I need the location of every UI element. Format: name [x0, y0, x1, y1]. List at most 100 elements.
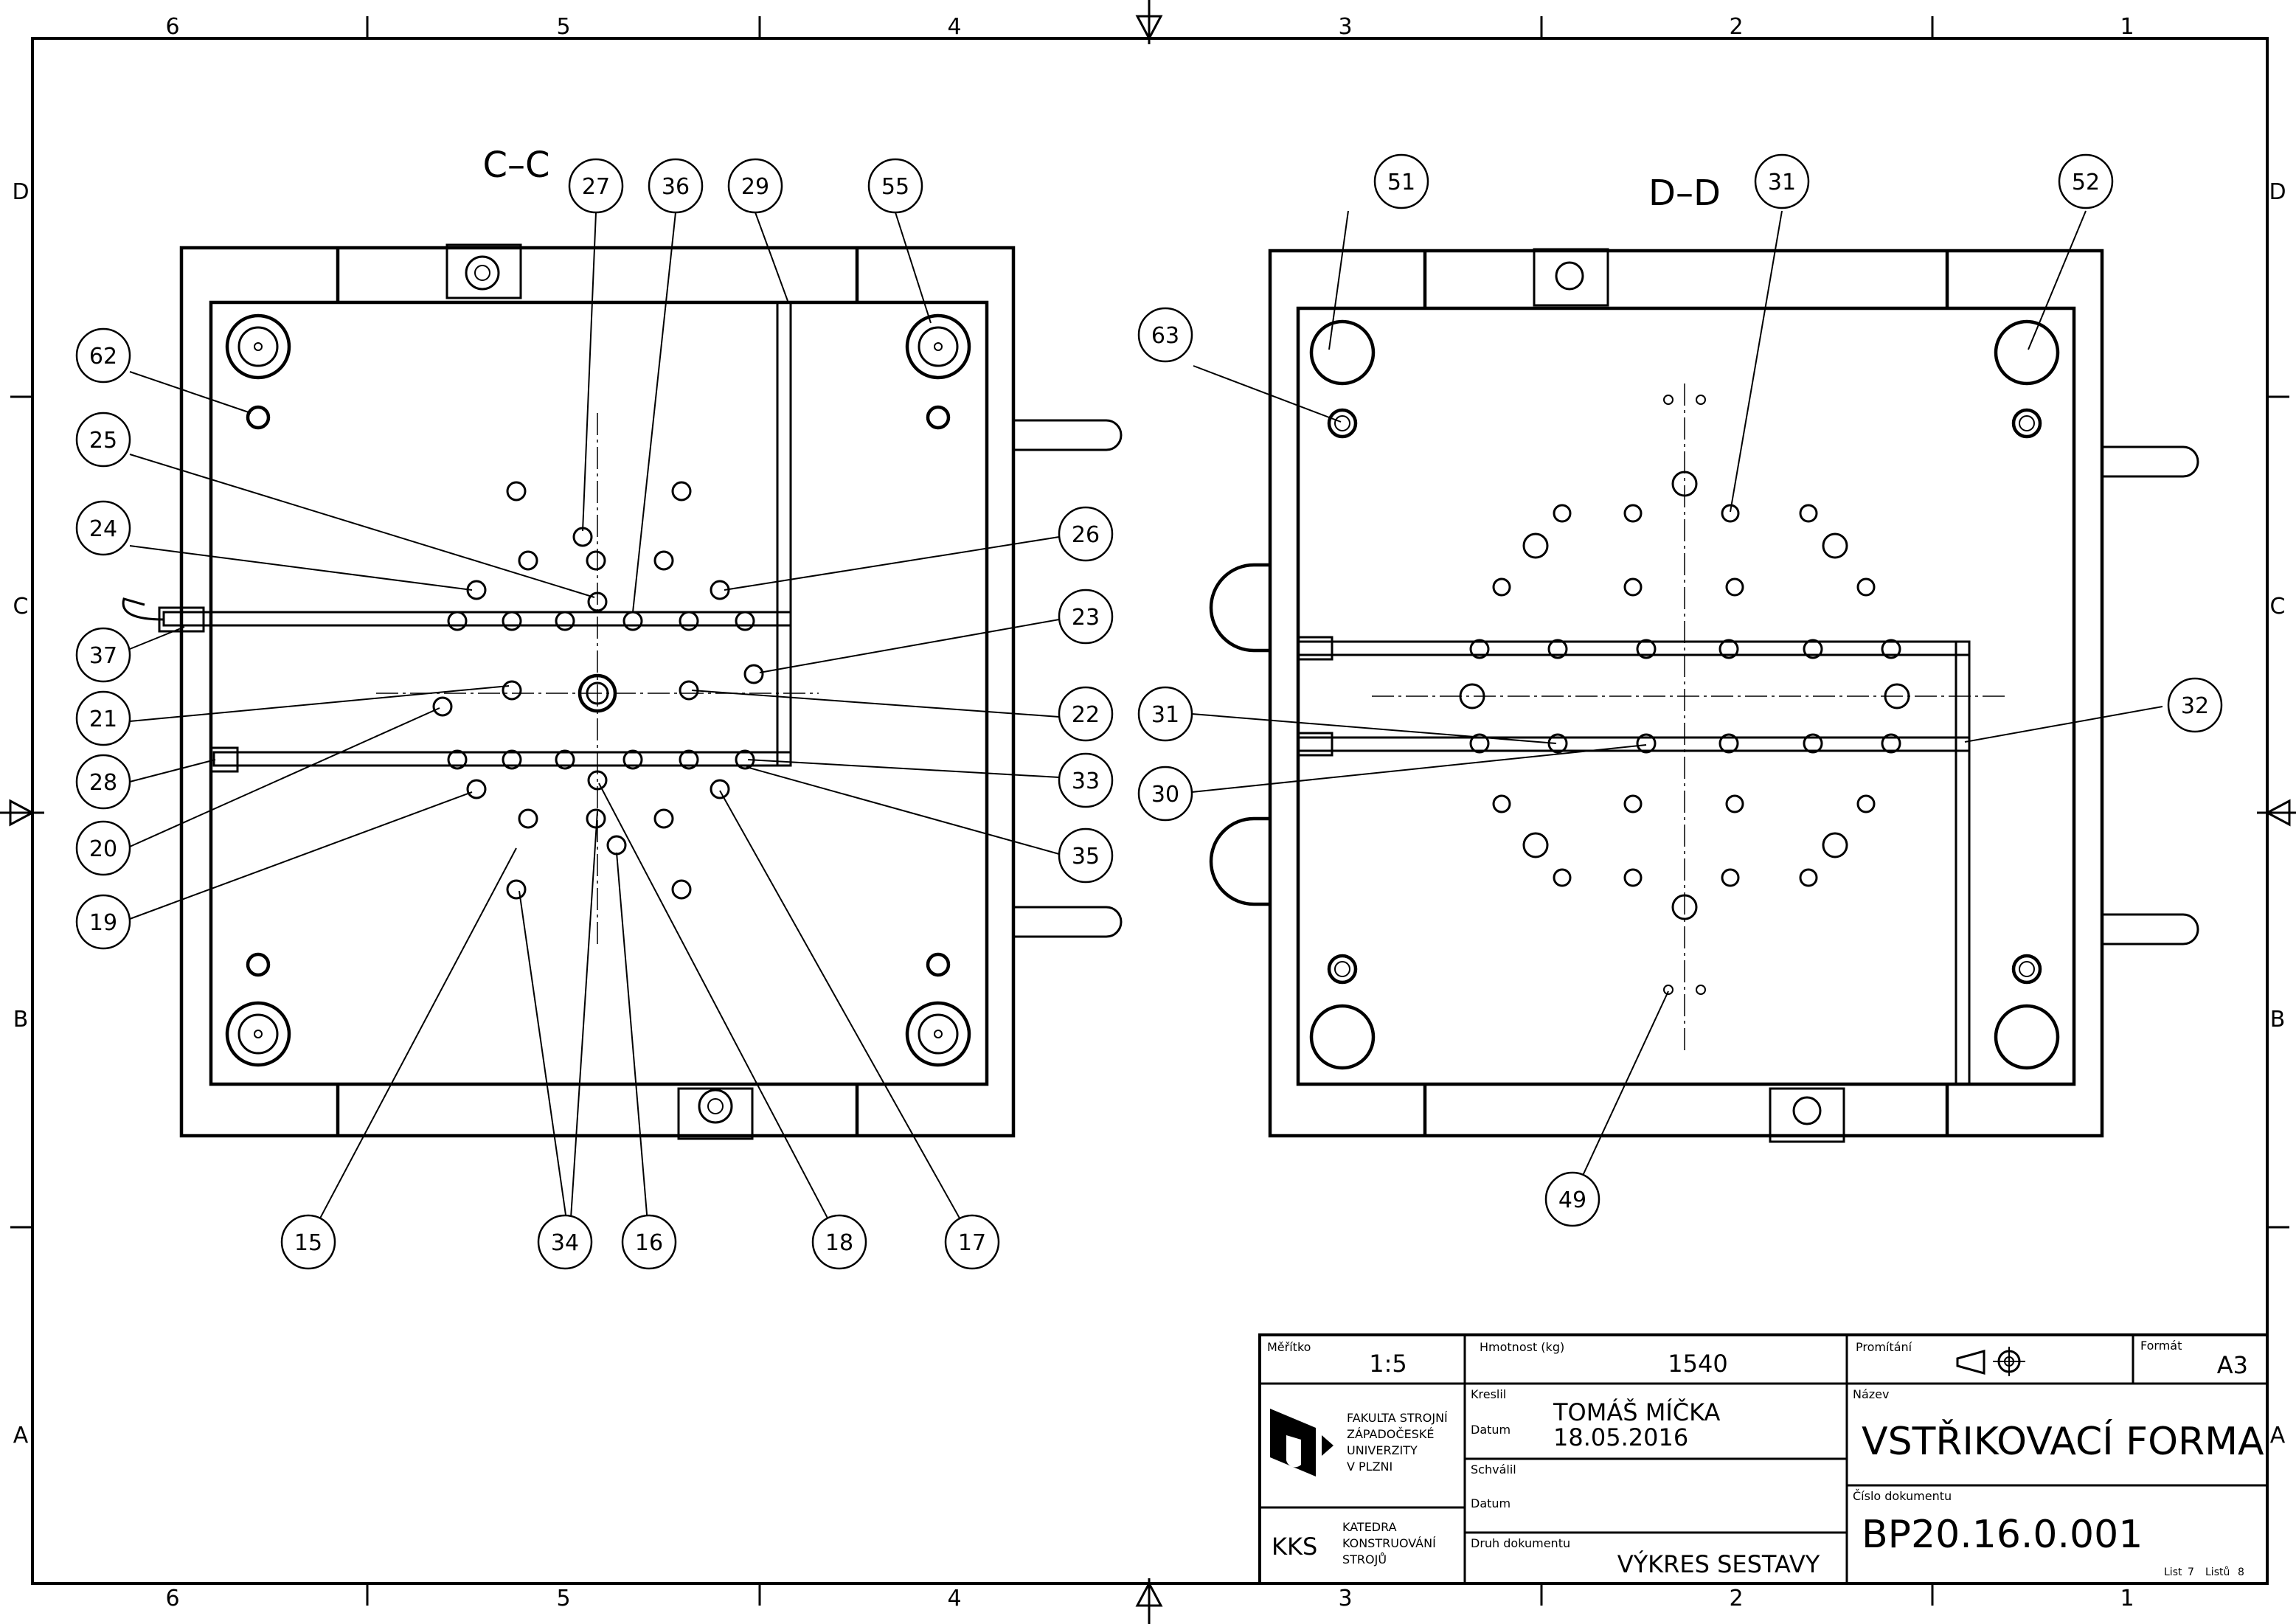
svg-text:32: 32 [2181, 693, 2209, 719]
sheets-value: 8 [2238, 1566, 2244, 1578]
balloon-22: 22 [1058, 686, 1114, 742]
title-block: Měřítko 1:5 Hmotnost (kg) 1540 Promítání… [1258, 1333, 2269, 1585]
svg-text:31: 31 [1151, 702, 1179, 728]
svg-text:15: 15 [294, 1230, 322, 1256]
svg-text:23: 23 [1072, 605, 1100, 631]
date-value: 18.05.2016 [1553, 1423, 1688, 1451]
doc-type-label: Druh dokumentu [1471, 1536, 1570, 1550]
svg-text:37: 37 [89, 643, 117, 669]
format-label: Formát [2140, 1339, 2182, 1353]
dept-line-1: KATEDRA [1342, 1520, 1397, 1534]
svg-text:17: 17 [958, 1230, 986, 1256]
svg-text:20: 20 [89, 836, 117, 862]
balloon-49: 49 [1544, 1171, 1600, 1227]
balloon-17: 17 [944, 1214, 1000, 1270]
balloon-16: 16 [621, 1214, 677, 1270]
svg-text:33: 33 [1072, 768, 1100, 794]
sheets-label: Listů [2205, 1566, 2230, 1578]
svg-text:25: 25 [89, 428, 117, 454]
balloon-55: 55 [867, 158, 923, 214]
svg-text:31: 31 [1768, 170, 1796, 195]
zone-col-5-bottom: 5 [556, 1586, 570, 1611]
balloon-35: 35 [1058, 827, 1114, 884]
svg-text:21: 21 [89, 707, 117, 732]
balloon-32: 32 [2167, 677, 2223, 733]
zone-col-3-top: 3 [1338, 14, 1352, 40]
dept-line-2: KONSTRUOVÁNÍ [1342, 1536, 1436, 1550]
view-title-c-c: C–C [482, 145, 549, 186]
zone-col-3-bottom: 3 [1338, 1586, 1352, 1611]
faculty-line-4: V PLZNI [1347, 1460, 1392, 1474]
svg-text:16: 16 [635, 1230, 663, 1256]
balloon-51: 51 [1373, 153, 1429, 209]
first-angle-projection-icon [1956, 1347, 2025, 1376]
balloon-24: 24 [75, 500, 131, 556]
svg-text:24: 24 [89, 516, 117, 542]
balloon-23: 23 [1058, 589, 1114, 645]
balloon-25: 25 [75, 412, 131, 468]
name-label: Název [1853, 1387, 1889, 1401]
balloon-34: 34 [537, 1214, 593, 1270]
zone-row-a-right: A [2270, 1423, 2286, 1448]
svg-text:29: 29 [741, 174, 769, 200]
svg-text:35: 35 [1072, 844, 1100, 870]
sheet-value: 7 [2188, 1566, 2194, 1578]
item-balloons: 27 36 29 55 62 25 24 37 21 28 20 19 26 2… [75, 153, 2223, 1270]
scale-label: Měřítko [1267, 1340, 1311, 1354]
university-logo [1270, 1409, 1333, 1476]
balloon-36: 36 [648, 158, 704, 214]
balloon-52: 52 [2058, 153, 2114, 209]
svg-text:49: 49 [1558, 1187, 1586, 1213]
faculty-line-3: UNIVERZITY [1347, 1443, 1418, 1457]
balloon-20: 20 [75, 820, 131, 876]
balloon-15: 15 [280, 1214, 336, 1270]
zone-row-b-left: B [13, 1007, 29, 1033]
zone-col-2-bottom: 2 [1729, 1586, 1743, 1611]
faculty-line-1: FAKULTA STROJNÍ [1347, 1411, 1448, 1425]
sheet-label: List [2164, 1566, 2182, 1578]
svg-text:34: 34 [551, 1230, 579, 1256]
balloon-28: 28 [75, 754, 131, 810]
svg-text:27: 27 [582, 174, 610, 200]
scale-value: 1:5 [1369, 1350, 1407, 1378]
zone-row-b-right: B [2270, 1007, 2286, 1033]
balloon-62: 62 [75, 327, 131, 384]
balloon-30: 30 [1137, 766, 1193, 822]
dept-abbr: KKS [1272, 1533, 1317, 1561]
svg-text:18: 18 [825, 1230, 853, 1256]
balloon-29: 29 [727, 158, 783, 214]
document-number: BP20.16.0.001 [1862, 1513, 2143, 1557]
svg-text:26: 26 [1072, 522, 1100, 548]
faculty-line-2: ZÁPADOČESKÉ [1347, 1427, 1434, 1441]
balloon-31-top: 31 [1754, 153, 1810, 209]
svg-text:30: 30 [1151, 782, 1179, 808]
section-view-d-d: D–D [1209, 173, 2199, 1143]
balloon-37: 37 [75, 627, 131, 683]
zone-row-c-right: C [2270, 594, 2286, 620]
zone-row-c-left: C [13, 594, 29, 620]
zone-col-2-top: 2 [1729, 14, 1743, 40]
section-view-c-c: C–C [122, 145, 1123, 1140]
zone-col-1-bottom: 1 [2120, 1586, 2134, 1611]
date2-label: Datum [1471, 1496, 1511, 1510]
zone-row-d-left: D [12, 179, 29, 205]
projection-label: Promítání [1856, 1340, 1912, 1354]
svg-text:62: 62 [89, 344, 117, 369]
view-title-d-d: D–D [1648, 173, 1721, 214]
mass-value: 1540 [1668, 1350, 1727, 1378]
zone-col-6-bottom: 6 [165, 1586, 179, 1611]
svg-text:63: 63 [1151, 323, 1179, 349]
zone-row-a-left: A [13, 1423, 29, 1448]
dept-line-3: STROJŮ [1342, 1552, 1387, 1566]
drawn-by: TOMÁŠ MÍČKA [1553, 1398, 1721, 1426]
zone-row-d-right: D [2269, 179, 2286, 205]
zone-col-6-top: 6 [165, 14, 179, 40]
zone-col-1-top: 1 [2120, 14, 2134, 40]
approved-label: Schválil [1471, 1462, 1516, 1476]
zone-labels: 6 5 4 3 2 1 6 5 4 3 2 1 D C B A D C B A [12, 14, 2286, 1611]
date-label: Datum [1471, 1423, 1511, 1437]
drawn-label: Kreslil [1471, 1387, 1506, 1401]
zone-col-4-top: 4 [947, 14, 961, 40]
